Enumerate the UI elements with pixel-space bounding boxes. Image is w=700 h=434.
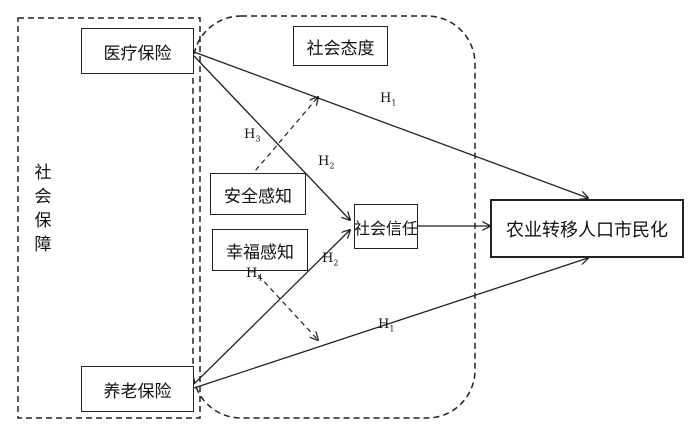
social-attitude-group — [192, 15, 476, 419]
h2-label-lower: H2 — [322, 251, 339, 268]
social-attitude-label: 社会态度 — [306, 38, 375, 59]
sense-of-happiness-box: 幸福感知 — [212, 229, 308, 271]
pension-insurance-box: 养老保险 — [81, 366, 194, 412]
social-trust-label: 社会信任 — [354, 218, 419, 238]
h4-label: H4 — [246, 266, 263, 283]
medical-insurance-box: 医疗保险 — [81, 28, 194, 74]
h2-label-upper: H2 — [318, 154, 335, 171]
citizenization-label: 农业转移人口市民化 — [506, 219, 668, 241]
social-trust-box: 社会信任 — [354, 204, 418, 249]
arrow-pension-to-citizenization — [193, 258, 588, 389]
pension-insurance-label: 养老保险 — [103, 381, 172, 402]
moderation-arrow-h3 — [243, 97, 318, 185]
medical-insurance-label: 医疗保险 — [103, 43, 172, 64]
social-security-char: 会 — [34, 187, 52, 207]
h1-label-lower: H1 — [378, 317, 395, 334]
social-security-char: 保 — [34, 211, 52, 231]
sense-of-security-label: 安全感知 — [224, 186, 292, 207]
social-security-char: 社 — [34, 163, 52, 183]
arrow-pension-to-social-trust — [193, 230, 350, 385]
social-security-char: 障 — [34, 235, 52, 255]
h1-label-upper: H1 — [380, 91, 397, 108]
social-attitude-box: 社会态度 — [293, 26, 388, 66]
sense-of-security-box: 安全感知 — [210, 173, 306, 215]
sense-of-happiness-label: 幸福感知 — [226, 242, 294, 263]
arrow-medical-to-citizenization — [193, 51, 588, 198]
h3-label: H3 — [244, 127, 261, 144]
citizenization-box: 农业转移人口市民化 — [490, 199, 684, 258]
social-security-group — [17, 17, 201, 419]
arrow-medical-to-social-trust — [193, 55, 350, 220]
social-security-label: 社 会 保 障 — [26, 161, 60, 257]
